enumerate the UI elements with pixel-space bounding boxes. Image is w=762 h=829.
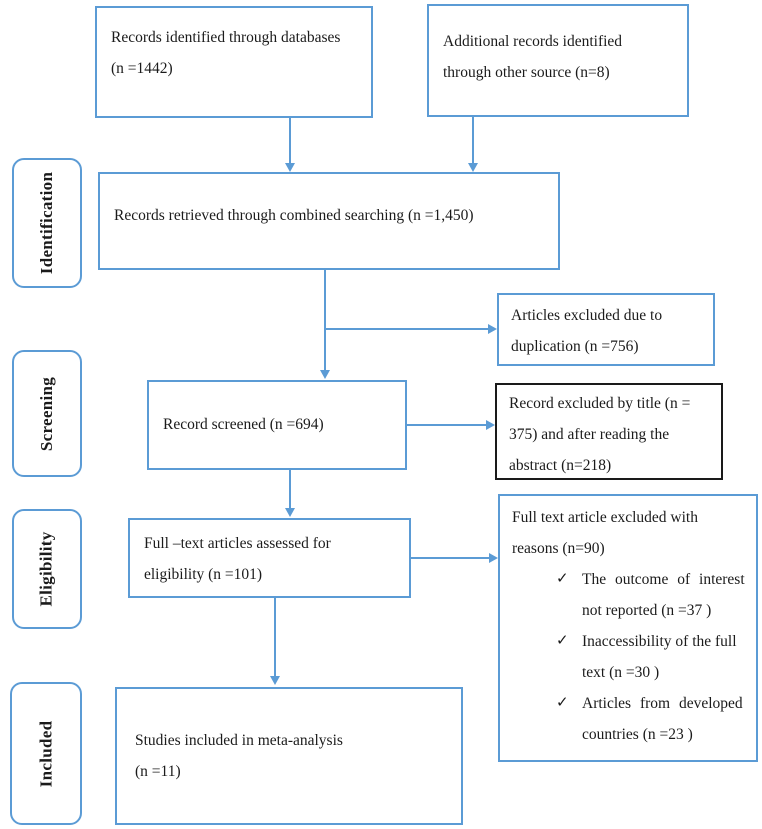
box-additional-records-line2: through other source (n=8) — [443, 64, 610, 81]
box-combined-searching: Records retrieved through combined searc… — [98, 172, 560, 270]
reason-item-inaccessibility-line2: text (n =30 ) — [582, 664, 660, 681]
stage-screening-label: Screening — [37, 376, 57, 451]
reason-item-outcome-line2: not reported (n =37 ) — [582, 602, 712, 619]
box-reasons-title-line2: reasons (n=90) — [512, 540, 605, 557]
reason-item-inaccessibility: ✓ Inaccessibility of the full text (n =3… — [556, 626, 746, 688]
arrow-additional-to-combined-line — [472, 117, 474, 166]
stage-eligibility: Eligibility — [12, 509, 82, 629]
arrow-branch-to-duplication-head — [488, 324, 497, 334]
stage-screening: Screening — [12, 350, 82, 477]
box-records-identified-line1: Records identified through databases — [111, 29, 341, 46]
box-record-screened: Record screened (n =694) — [147, 380, 407, 470]
box-fulltext-excluded-reasons: Full text article excluded with reasons … — [498, 494, 758, 762]
reason-item-outcome-text: The outcome of interest not reported (n … — [582, 564, 745, 626]
reason-item-developed-countries-line1: Articles from developed — [582, 695, 743, 712]
box-studies-included-line2: (n =11) — [135, 763, 181, 780]
arrow-fulltext-to-included-line — [274, 598, 276, 678]
stage-identification: Identification — [12, 158, 82, 288]
reason-item-outcome: ✓ The outcome of interest not reported (… — [556, 564, 746, 626]
reason-item-developed-countries: ✓ Articles from developed countries (n =… — [556, 688, 746, 750]
box-additional-records-line1: Additional records identified — [443, 33, 623, 50]
box-records-identified: Records identified through databases (n … — [95, 6, 373, 118]
arrow-screened-to-fulltext-head — [285, 508, 295, 517]
reason-item-developed-countries-text: Articles from developed countries (n =23… — [582, 688, 743, 750]
box-fulltext-assessed-line2: eligibility (n =101) — [144, 566, 263, 583]
arrow-identified-to-combined-head — [285, 163, 295, 172]
checkmark-icon: ✓ — [556, 695, 569, 711]
reason-item-inaccessibility-text: Inaccessibility of the full text (n =30 … — [582, 626, 737, 688]
box-fulltext-assessed-line1: Full –text articles assessed for — [144, 535, 331, 552]
arrow-identified-to-combined-line — [289, 118, 291, 166]
stage-included-label: Included — [36, 720, 55, 787]
arrow-additional-to-combined-head — [468, 163, 478, 172]
reason-item-inaccessibility-line1: Inaccessibility of the full — [582, 633, 737, 650]
arrow-screened-to-excluded-head — [486, 420, 495, 430]
box-fulltext-assessed: Full –text articles assessed for eligibi… — [128, 518, 411, 598]
arrow-branch-to-duplication-line — [324, 328, 488, 330]
stage-eligibility-label: Eligibility — [37, 531, 56, 607]
checkmark-icon: ✓ — [556, 571, 569, 587]
arrow-screened-to-excluded-line — [407, 424, 486, 426]
box-duplication-excluded-line1: Articles excluded due to — [511, 307, 663, 324]
box-combined-searching-line1: Records retrieved through combined searc… — [114, 207, 474, 224]
box-title-excluded-line3: abstract (n=218) — [509, 457, 612, 474]
box-title-excluded-line1: Record excluded by title (n = — [509, 395, 691, 412]
arrow-fulltext-to-reasons-head — [489, 553, 498, 563]
box-additional-records: Additional records identified through ot… — [427, 4, 689, 117]
box-duplication-excluded-line2: duplication (n =756) — [511, 338, 639, 355]
box-duplication-excluded: Articles excluded due to duplication (n … — [497, 293, 715, 366]
box-studies-included: Studies included in meta-analysis (n =11… — [115, 687, 463, 825]
box-title-excluded: Record excluded by title (n = 375) and a… — [495, 383, 723, 480]
reason-item-outcome-line1: The outcome of interest — [582, 571, 745, 588]
box-reasons-title-line1: Full text article excluded with — [512, 509, 698, 526]
box-title-excluded-line2: 375) and after reading the — [509, 426, 670, 443]
arrow-combined-to-screened-line — [324, 270, 326, 373]
arrow-fulltext-to-reasons-line — [411, 557, 489, 559]
arrow-combined-to-screened-head — [320, 370, 330, 379]
arrow-fulltext-to-included-head — [270, 676, 280, 685]
stage-identification-label: Identification — [37, 171, 56, 275]
reason-item-developed-countries-line2: countries (n =23 ) — [582, 726, 693, 743]
box-records-identified-line2: (n =1442) — [111, 60, 173, 77]
stage-included: Included — [10, 682, 82, 825]
box-record-screened-line1: Record screened (n =694) — [163, 416, 324, 433]
box-studies-included-line1: Studies included in meta-analysis — [135, 732, 343, 749]
checkmark-icon: ✓ — [556, 633, 569, 649]
arrow-screened-to-fulltext-line — [289, 470, 291, 511]
